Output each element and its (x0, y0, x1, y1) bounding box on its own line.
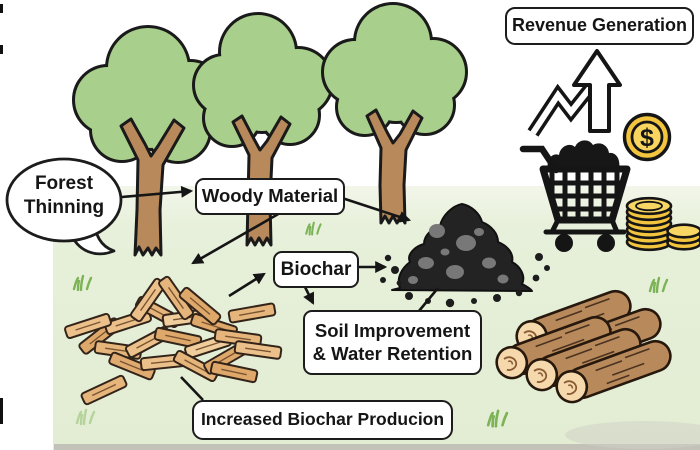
revenue-generation-node: Revenue Generation (505, 7, 694, 45)
line-chips-to-increased (180, 376, 204, 401)
line-pile-to-soil (417, 287, 440, 312)
growth-arrow-icon (527, 49, 622, 137)
biochar-label: Biochar (280, 258, 352, 280)
tree-middle (192, 12, 334, 247)
biochar-specks (380, 253, 550, 308)
arrow-biochar-to-soil (303, 286, 315, 305)
edge-artifacts (0, 4, 3, 424)
revenue-generation-label: Revenue Generation (511, 15, 688, 36)
woody-material-node: Woody Material (195, 178, 345, 215)
arrow-chips-to-biochar (228, 272, 266, 298)
soil-improvement-line2: & Water Retention (312, 342, 473, 364)
arrow-woody-to-pile (341, 196, 412, 223)
woody-material-label: Woody Material (201, 185, 339, 207)
increased-production-node: Increased Biochar Producion (192, 400, 453, 440)
tree-left (72, 25, 226, 257)
forest-thinning-line2: Thinning (23, 196, 105, 218)
biochar-pile (380, 203, 550, 308)
dollar-symbol: $ (640, 124, 654, 152)
coin-stack-icon (625, 196, 700, 252)
dollar-coin-icon: $ (622, 112, 672, 162)
forest-thinning-line1: Forest (34, 173, 94, 194)
increased-production-label: Increased Biochar Producion (200, 409, 445, 430)
soil-improvement-node: Soil Improvement & Water Retention (303, 310, 482, 375)
arrow-woody-to-chips (191, 211, 281, 265)
speech-bubble (5, 157, 123, 256)
shopping-cart-icon (519, 140, 631, 252)
ground-edge-strip (54, 444, 700, 450)
arrow-bubble-to-woody (121, 185, 194, 199)
tree-trunk (119, 117, 186, 257)
soil-improvement-label: Soil Improvement & Water Retention (313, 320, 473, 365)
tree-right (321, 2, 468, 225)
ground-smudge (565, 421, 700, 449)
soil-improvement-line1: Soil Improvement (314, 319, 471, 341)
biochar-chunks (408, 224, 509, 284)
forest-thinning-label: Forest Thinning (8, 172, 120, 219)
biochar-node: Biochar (273, 251, 359, 288)
cart-biochar-heap (547, 140, 620, 170)
